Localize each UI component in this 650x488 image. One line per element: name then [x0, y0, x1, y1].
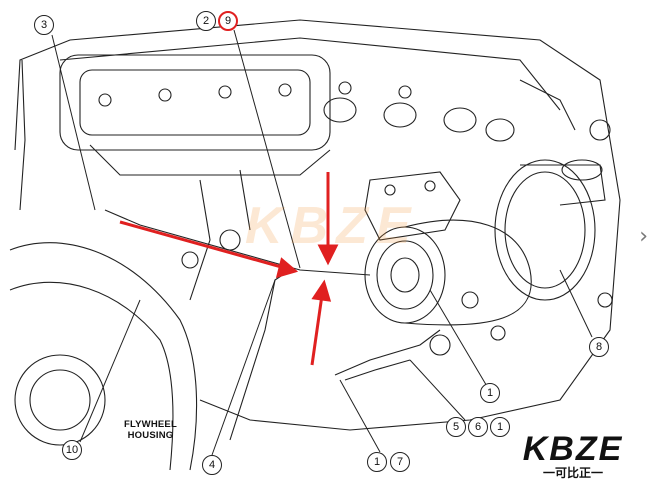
- callout-2: 2: [196, 11, 216, 31]
- flywheel-housing-line-2: HOUSING: [127, 430, 174, 441]
- callout-9-highlighted: 9: [218, 11, 238, 31]
- brand-logo: KBZE 一可比正一: [508, 432, 638, 480]
- flywheel-housing-line-1: FLYWHEEL: [124, 419, 177, 430]
- callout-6: 6: [468, 417, 488, 437]
- callout-1-right: 1: [490, 417, 510, 437]
- callout-7: 7: [390, 452, 410, 472]
- callout-1-turbo: 1: [480, 383, 500, 403]
- flywheel-housing-label: FLYWHEEL HOUSING: [124, 419, 177, 441]
- brand-logo-text: KBZE: [522, 430, 624, 468]
- callout-1-lower: 1: [367, 452, 387, 472]
- callout-3: 3: [34, 15, 54, 35]
- callout-4: 4: [202, 455, 222, 475]
- leader-lines: [51, 29, 593, 456]
- callout-10: 10: [62, 440, 82, 460]
- watermark-text: KBZE: [245, 197, 419, 255]
- engine-linework: [9, 19, 621, 471]
- highlight-arrows: [119, 172, 339, 366]
- chevron-right-icon[interactable]: ›: [639, 224, 648, 249]
- callout-5: 5: [446, 417, 466, 437]
- callout-8: 8: [589, 337, 609, 357]
- brand-logo-subtext: 一可比正一: [542, 466, 603, 480]
